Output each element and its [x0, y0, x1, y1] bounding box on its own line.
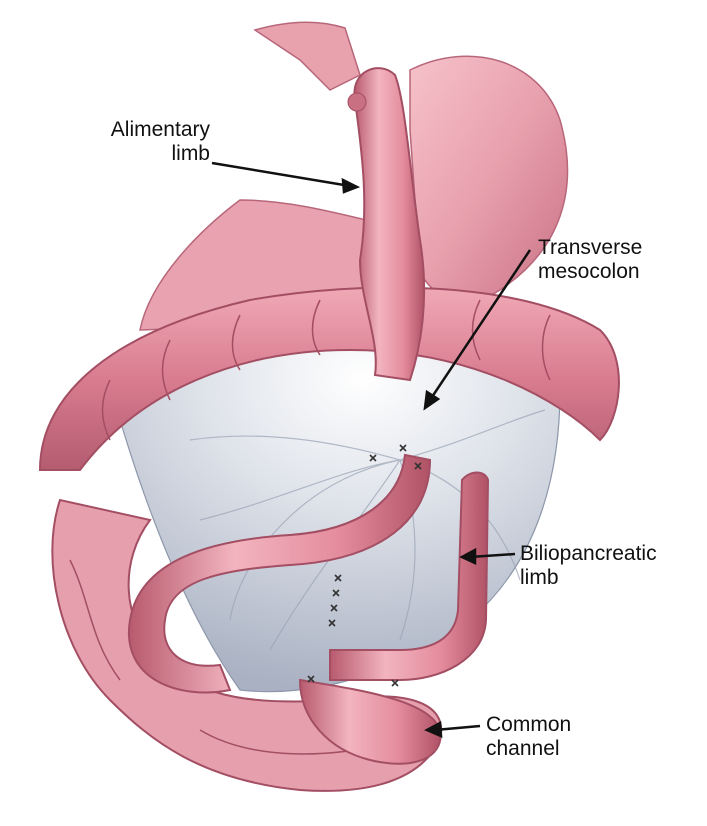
esophagus [253, 21, 361, 91]
transverse-line1: Transverse [538, 236, 643, 259]
common-arrow [434, 724, 481, 732]
biliopancreatic-line1: Biliopancreatic [520, 542, 657, 565]
pouch-anastomosis [347, 92, 367, 112]
transverse-line2: mesocolon [538, 260, 640, 283]
common-channel-label: Common channel [486, 713, 571, 761]
transverse-arrow [428, 249, 532, 401]
biliopancreatic-arrow [469, 552, 516, 559]
common-line2: channel [486, 737, 560, 760]
alimentary-line2: limb [171, 142, 210, 165]
alimentary-line1: Alimentary [110, 118, 210, 141]
roux-limb [127, 453, 432, 694]
alimentary-limb-tube [353, 67, 426, 382]
mesocolon [119, 343, 561, 693]
alimentary-arrow [211, 161, 351, 188]
biliopancreatic-limb-label: Biliopancreatic limb [520, 542, 657, 590]
common-channel-tube [298, 678, 442, 765]
alimentary-limb-label: Alimentary limb [60, 118, 210, 166]
biliopancreatic-limb-tube [329, 471, 490, 681]
common-line1: Common [486, 713, 572, 736]
transverse-mesocolon-label: Transverse mesocolon [538, 236, 642, 284]
biliopancreatic-line2: limb [520, 566, 559, 589]
